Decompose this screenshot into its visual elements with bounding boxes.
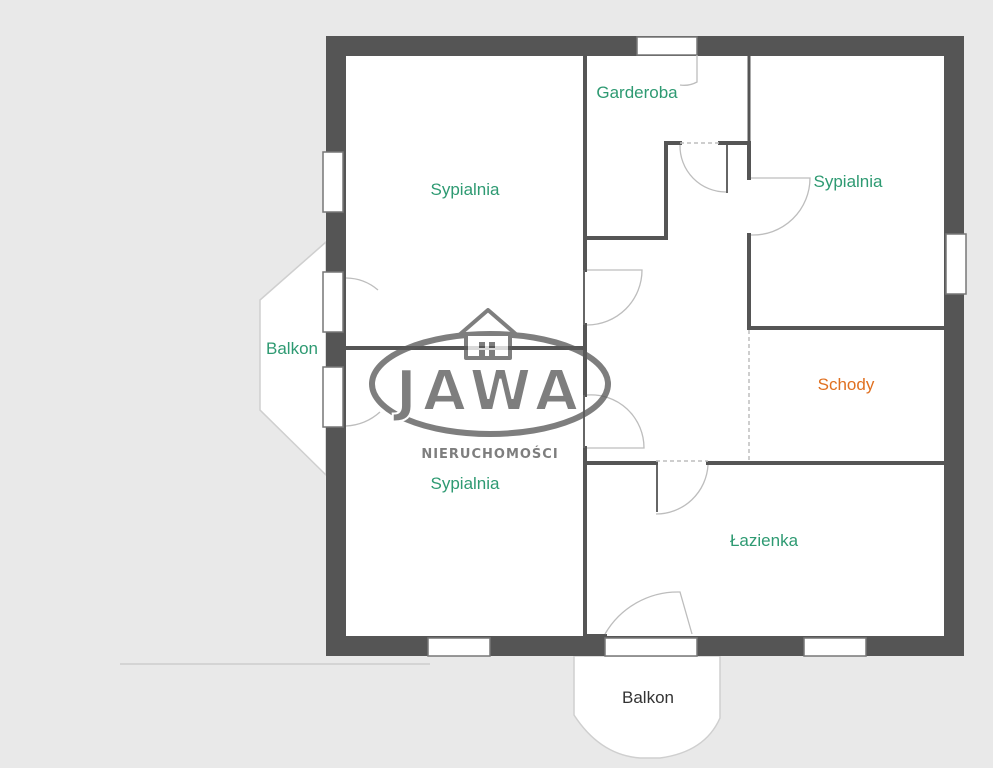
door-swing-wardrobe <box>679 144 727 193</box>
door-swing-top-window <box>679 55 698 86</box>
window-bottom-right <box>803 637 867 657</box>
house-icon <box>456 308 520 360</box>
room-label-balcony-left: Balkon <box>266 339 318 358</box>
room-labels: Sypialnia Garderoba Sypialnia Schody Syp… <box>266 83 883 707</box>
windows <box>322 36 967 657</box>
open-passages <box>656 142 750 462</box>
door-swing-bedroom-right <box>750 177 811 236</box>
door-swing-bathroom <box>655 464 709 515</box>
door-swing-bedroom-bottom <box>586 394 645 449</box>
door-swings <box>345 55 811 635</box>
room-label-bedroom-bottom-left: Sypialnia <box>431 474 501 493</box>
door-swing-left-balcony-2 <box>345 411 381 427</box>
room-label-balcony-bottom: Balkon <box>622 688 674 707</box>
window-left-upper <box>322 151 344 213</box>
room-label-bedroom-top-left: Sypialnia <box>431 180 501 199</box>
door-swing-bedroom-left <box>586 269 643 326</box>
balcony-bottom-area <box>573 655 721 759</box>
window-top <box>636 36 698 56</box>
door-swing-balcony-bottom <box>604 591 693 635</box>
door-leaves <box>583 145 728 512</box>
room-label-wardrobe: Garderoba <box>596 83 678 102</box>
watermark-tagline: NIERUCHOMOŚCI <box>421 446 558 462</box>
window-bottom-left <box>427 637 491 657</box>
watermark-brand: JAWA <box>392 359 584 424</box>
watermark-logo: JAWA NIERUCHOMOŚCI <box>369 308 611 462</box>
door-swing-left-balcony <box>345 277 379 291</box>
window-right <box>945 233 967 295</box>
room-label-bedroom-top-right: Sypialnia <box>814 172 884 191</box>
window-bottom-balcony <box>604 637 698 657</box>
wall-wardrobe <box>583 141 682 240</box>
room-label-stairs: Schody <box>818 375 875 394</box>
window-left-balcony-1 <box>322 271 344 333</box>
window-left-balcony-2 <box>322 366 344 428</box>
interior-walls <box>344 54 946 638</box>
room-label-bathroom: Łazienka <box>730 531 799 550</box>
